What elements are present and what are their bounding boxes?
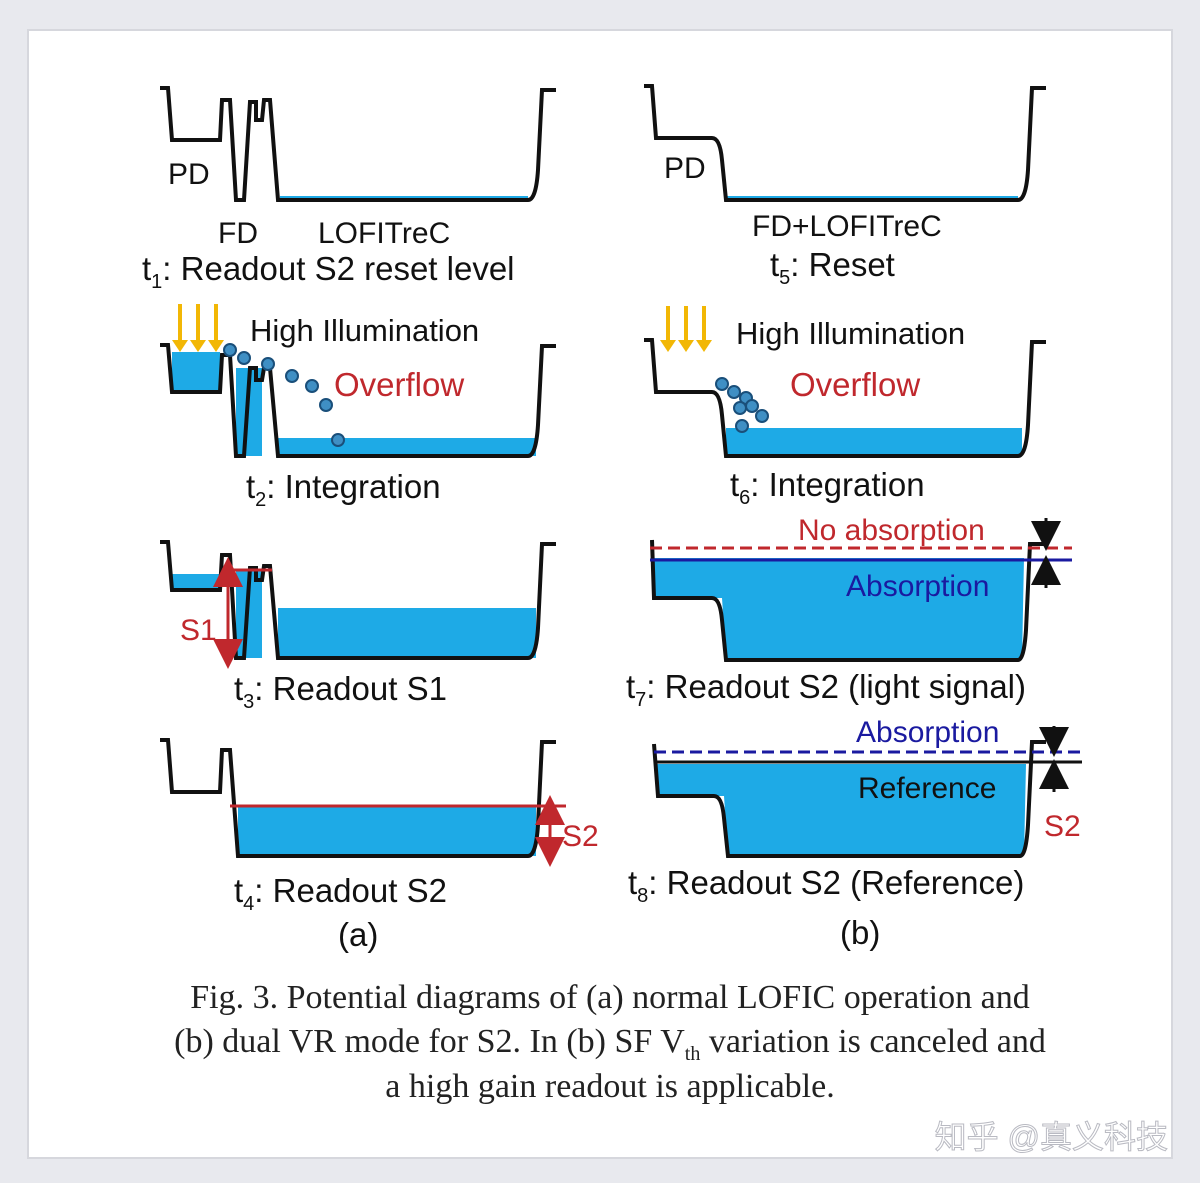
diagram-t3: S1 t3: Readout S1	[160, 540, 556, 713]
diagram-t7: No absorption Absorption t7: Readout S2 …	[626, 514, 1072, 711]
illumination-arrows	[660, 306, 712, 352]
lofitrec-water	[726, 428, 1022, 456]
label-pd: PD	[664, 152, 706, 185]
electrons	[715, 377, 769, 433]
caption-t3: t3: Readout S1	[234, 670, 447, 713]
panel-a: PD FD LOFITreC t1: Readout S2 reset leve…	[142, 86, 599, 953]
caption-t1: t1: Readout S2 reset level	[142, 250, 515, 293]
well-water	[656, 764, 1026, 856]
caption-t7: t7: Readout S2 (light signal)	[626, 668, 1026, 711]
panel-tag-b: (b)	[840, 914, 880, 951]
potential-well-outline	[644, 84, 1046, 202]
label-absorption: Absorption	[846, 570, 989, 603]
caption-t5: t5: Reset	[770, 246, 895, 289]
label-pd: PD	[168, 158, 210, 191]
lofitrec-water	[278, 438, 536, 456]
potential-well-outline	[644, 338, 1046, 458]
potential-well-outline	[652, 740, 1046, 858]
diagram-t1: PD FD LOFITreC t1: Readout S2 reset leve…	[142, 86, 556, 293]
well-water	[654, 558, 1024, 660]
panel-b: PD FD+LOFITreC t5: Reset	[626, 84, 1082, 951]
label-s2: S2	[562, 820, 599, 853]
label-lofitrec: LOFITreC	[318, 217, 450, 250]
label-reference: Reference	[858, 772, 996, 805]
label-high-illumination: High Illumination	[736, 316, 965, 351]
diagram-t2: High Illumination Overflow t2: Integrati…	[160, 304, 556, 511]
caption-t4: t4: Readout S2	[234, 872, 447, 915]
diagram-t5: PD FD+LOFITreC t5: Reset	[644, 84, 1046, 289]
label-overflow: Overflow	[790, 366, 920, 403]
electrons	[223, 343, 345, 447]
lofitrec-water	[278, 608, 536, 658]
pd-water	[172, 574, 220, 590]
label-s2: S2	[1044, 810, 1081, 843]
diagram-t6: High Illumination Overflow t6: Integrati…	[644, 306, 1046, 509]
potential-well-outline	[650, 539, 1046, 662]
figure-caption: Fig. 3. Potential diagrams of (a) normal…	[174, 979, 1046, 1105]
caption-t8: t8: Readout S2 (Reference)	[628, 864, 1024, 907]
illumination-arrows	[172, 304, 224, 352]
label-overflow: Overflow	[334, 366, 464, 403]
panel-tag-a: (a)	[338, 916, 378, 953]
caption-line-3: a high gain readout is applicable.	[385, 1068, 834, 1105]
potential-well-outline	[160, 86, 556, 202]
label-absorption: Absorption	[856, 716, 999, 749]
diagram-t4: S2 t4: Readout S2 (a)	[160, 738, 599, 953]
fd-lofitrec-water	[238, 806, 536, 856]
potential-well-outline	[160, 540, 556, 660]
watermark: 知乎 @真义科技	[935, 1119, 1168, 1155]
caption-t6: t6: Integration	[730, 466, 925, 509]
label-s1: S1	[180, 614, 217, 647]
label-fd: FD	[218, 217, 258, 250]
diagram-t8: Absorption Reference S2 t8: Readout S2 (…	[628, 716, 1082, 951]
caption-line-2: (b) dual VR mode for S2. In (b) SF Vth v…	[174, 1023, 1046, 1065]
pd-water	[172, 352, 220, 392]
label-fd-lofitrec: FD+LOFITreC	[752, 210, 942, 243]
caption-line-1: Fig. 3. Potential diagrams of (a) normal…	[190, 979, 1029, 1016]
caption-t2: t2: Integration	[246, 468, 441, 511]
label-no-absorption: No absorption	[798, 514, 985, 547]
label-high-illumination: High Illumination	[250, 313, 479, 348]
